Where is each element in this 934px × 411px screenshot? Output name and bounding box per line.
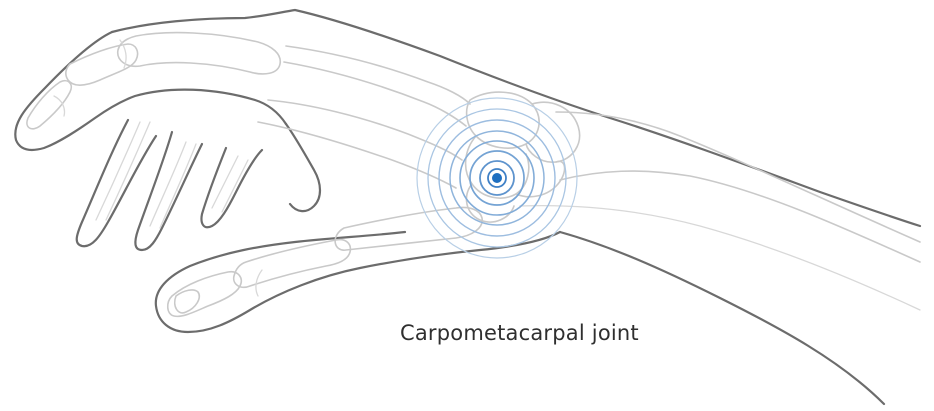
radius-bone xyxy=(556,112,920,242)
little-finger-outline xyxy=(201,148,262,227)
focus-dot xyxy=(492,173,502,183)
thumb-nail xyxy=(175,290,200,313)
index-metacarpal xyxy=(286,46,470,104)
finger-joint-lines xyxy=(54,40,262,296)
middle-finger-outline xyxy=(77,120,156,246)
thumb-metacarpal xyxy=(335,207,482,250)
ring-metacarpal xyxy=(258,122,456,188)
joint-label: Carpometacarpal joint xyxy=(400,321,639,345)
forearm-lower-outline xyxy=(560,232,884,404)
index-finger-outline xyxy=(15,32,286,150)
ring-phalanges xyxy=(150,142,196,228)
carpal-bone-2 xyxy=(526,102,580,162)
hand-bones xyxy=(27,33,920,317)
ring-finger-outline xyxy=(135,132,202,250)
pulse-target-icon xyxy=(417,98,577,258)
thumb-proximal-phalanx xyxy=(234,240,351,288)
carpal-bone-3 xyxy=(466,136,529,198)
palm-outline xyxy=(286,124,320,211)
ulna-bone xyxy=(520,206,920,310)
index-proximal-phalanx xyxy=(118,33,281,74)
index-metacarpal-lower xyxy=(284,62,466,126)
index-distal-phalanx xyxy=(27,81,71,129)
radius-bone-lower xyxy=(560,171,920,262)
